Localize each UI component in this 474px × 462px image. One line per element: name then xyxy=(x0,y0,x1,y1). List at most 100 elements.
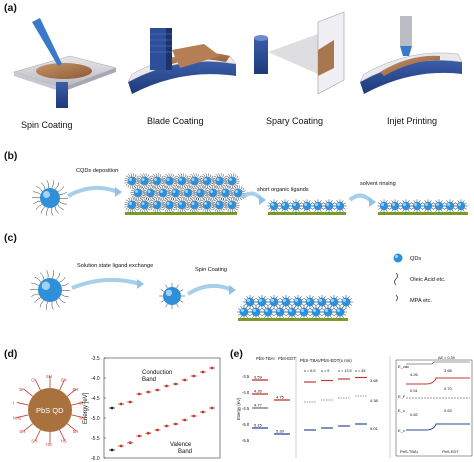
ligand xyxy=(215,174,218,178)
e-right-val: 0.70 xyxy=(444,386,453,391)
ligand xyxy=(444,207,447,210)
e-col-tbai: PbS-TBAI xyxy=(256,356,275,361)
ligand xyxy=(131,209,134,213)
ligand xyxy=(133,196,136,200)
ligand xyxy=(227,196,230,200)
ligand xyxy=(205,191,209,194)
panel-d-illustration: PbS QDSHSHSHSHSHSHHSHSSHSHNH2IBrCl-3.5-4… xyxy=(13,356,221,462)
qd-highlight xyxy=(191,202,195,205)
ligand xyxy=(301,202,304,205)
qd-core xyxy=(171,188,180,198)
qd-core xyxy=(390,201,400,211)
ligand xyxy=(175,207,179,210)
ligand xyxy=(210,196,213,201)
e-energy-value: 5.15 xyxy=(254,423,263,428)
ligand xyxy=(213,175,217,179)
ligand xyxy=(180,173,183,177)
ligand xyxy=(202,186,205,190)
ligand xyxy=(231,185,234,189)
qd-highlight xyxy=(229,178,232,181)
ligand xyxy=(237,197,240,201)
valence-band-point xyxy=(137,434,141,438)
ligand xyxy=(205,189,210,192)
ligand xyxy=(323,207,326,210)
qd-highlight xyxy=(315,203,318,206)
ligand xyxy=(172,207,176,211)
ligand-bond xyxy=(71,402,84,406)
ligand xyxy=(136,180,140,183)
ligand xyxy=(218,189,222,192)
ligand-label: SH xyxy=(73,429,79,434)
ligand xyxy=(178,198,181,202)
ligand xyxy=(180,191,184,194)
e-label-ef: E_F xyxy=(398,394,406,399)
step-cqd-deposition: CQDs deposition xyxy=(76,168,119,174)
ligand xyxy=(440,209,443,212)
ligand xyxy=(252,305,254,309)
ligand xyxy=(220,197,222,202)
ligand xyxy=(133,208,136,212)
quantum-dot xyxy=(161,173,178,189)
quantum-dot xyxy=(388,199,402,213)
e-right-col1: PbS-TBAI xyxy=(400,449,418,454)
ligand xyxy=(141,188,145,191)
ligand xyxy=(411,207,414,210)
ligand xyxy=(190,208,193,212)
ligand xyxy=(31,293,39,298)
qd-core xyxy=(190,176,199,186)
ligand xyxy=(429,200,432,203)
ligand xyxy=(135,202,140,205)
ligand xyxy=(142,208,144,213)
ligand xyxy=(211,179,216,182)
ligand xyxy=(176,284,179,289)
qd-core xyxy=(177,200,187,210)
ligand xyxy=(325,200,328,203)
ligand xyxy=(235,182,240,185)
quantum-dot xyxy=(339,295,353,309)
ligand xyxy=(174,203,178,206)
ligand xyxy=(178,195,182,199)
ligand xyxy=(159,207,163,211)
caption-inkjet-printing: Injet Printing xyxy=(387,116,438,126)
ligand xyxy=(455,202,458,205)
pbs-qd-label: PbS QD xyxy=(36,406,64,415)
ligand xyxy=(241,190,246,193)
ligand xyxy=(173,182,177,185)
ligand xyxy=(171,184,174,188)
e-right-val: 0.51 xyxy=(410,388,419,393)
ligand xyxy=(301,304,305,306)
ligand xyxy=(124,201,129,204)
ligand xyxy=(165,195,169,199)
legend-oleic-label: Oleic Acid etc. xyxy=(410,277,446,283)
ligand xyxy=(223,196,225,201)
substrate xyxy=(378,212,468,215)
ligand xyxy=(204,192,209,195)
qd-highlight xyxy=(258,298,262,302)
ligand xyxy=(307,308,311,310)
qd-highlight xyxy=(246,298,250,302)
ligand xyxy=(36,186,43,192)
ligand xyxy=(205,173,208,177)
ligand xyxy=(221,174,224,178)
ligand xyxy=(165,208,168,212)
ligand xyxy=(319,200,322,203)
ligand xyxy=(204,184,207,189)
ligand xyxy=(164,196,167,200)
ligand xyxy=(177,196,180,200)
ligand xyxy=(218,197,220,201)
qd-core xyxy=(456,201,466,211)
e-right-frame xyxy=(395,359,473,457)
ligand xyxy=(143,189,147,192)
ligand xyxy=(135,182,140,185)
ligand xyxy=(235,200,239,203)
ligand xyxy=(413,209,416,212)
ligand xyxy=(161,204,165,207)
ligand xyxy=(34,276,42,283)
ligand xyxy=(172,183,176,187)
ligand xyxy=(249,314,253,316)
quantum-dot xyxy=(217,185,234,201)
ligand xyxy=(148,178,152,181)
ligand xyxy=(188,185,191,190)
quantum-dot xyxy=(297,305,311,319)
e-mid-col: x = 6.5 xyxy=(304,369,316,373)
